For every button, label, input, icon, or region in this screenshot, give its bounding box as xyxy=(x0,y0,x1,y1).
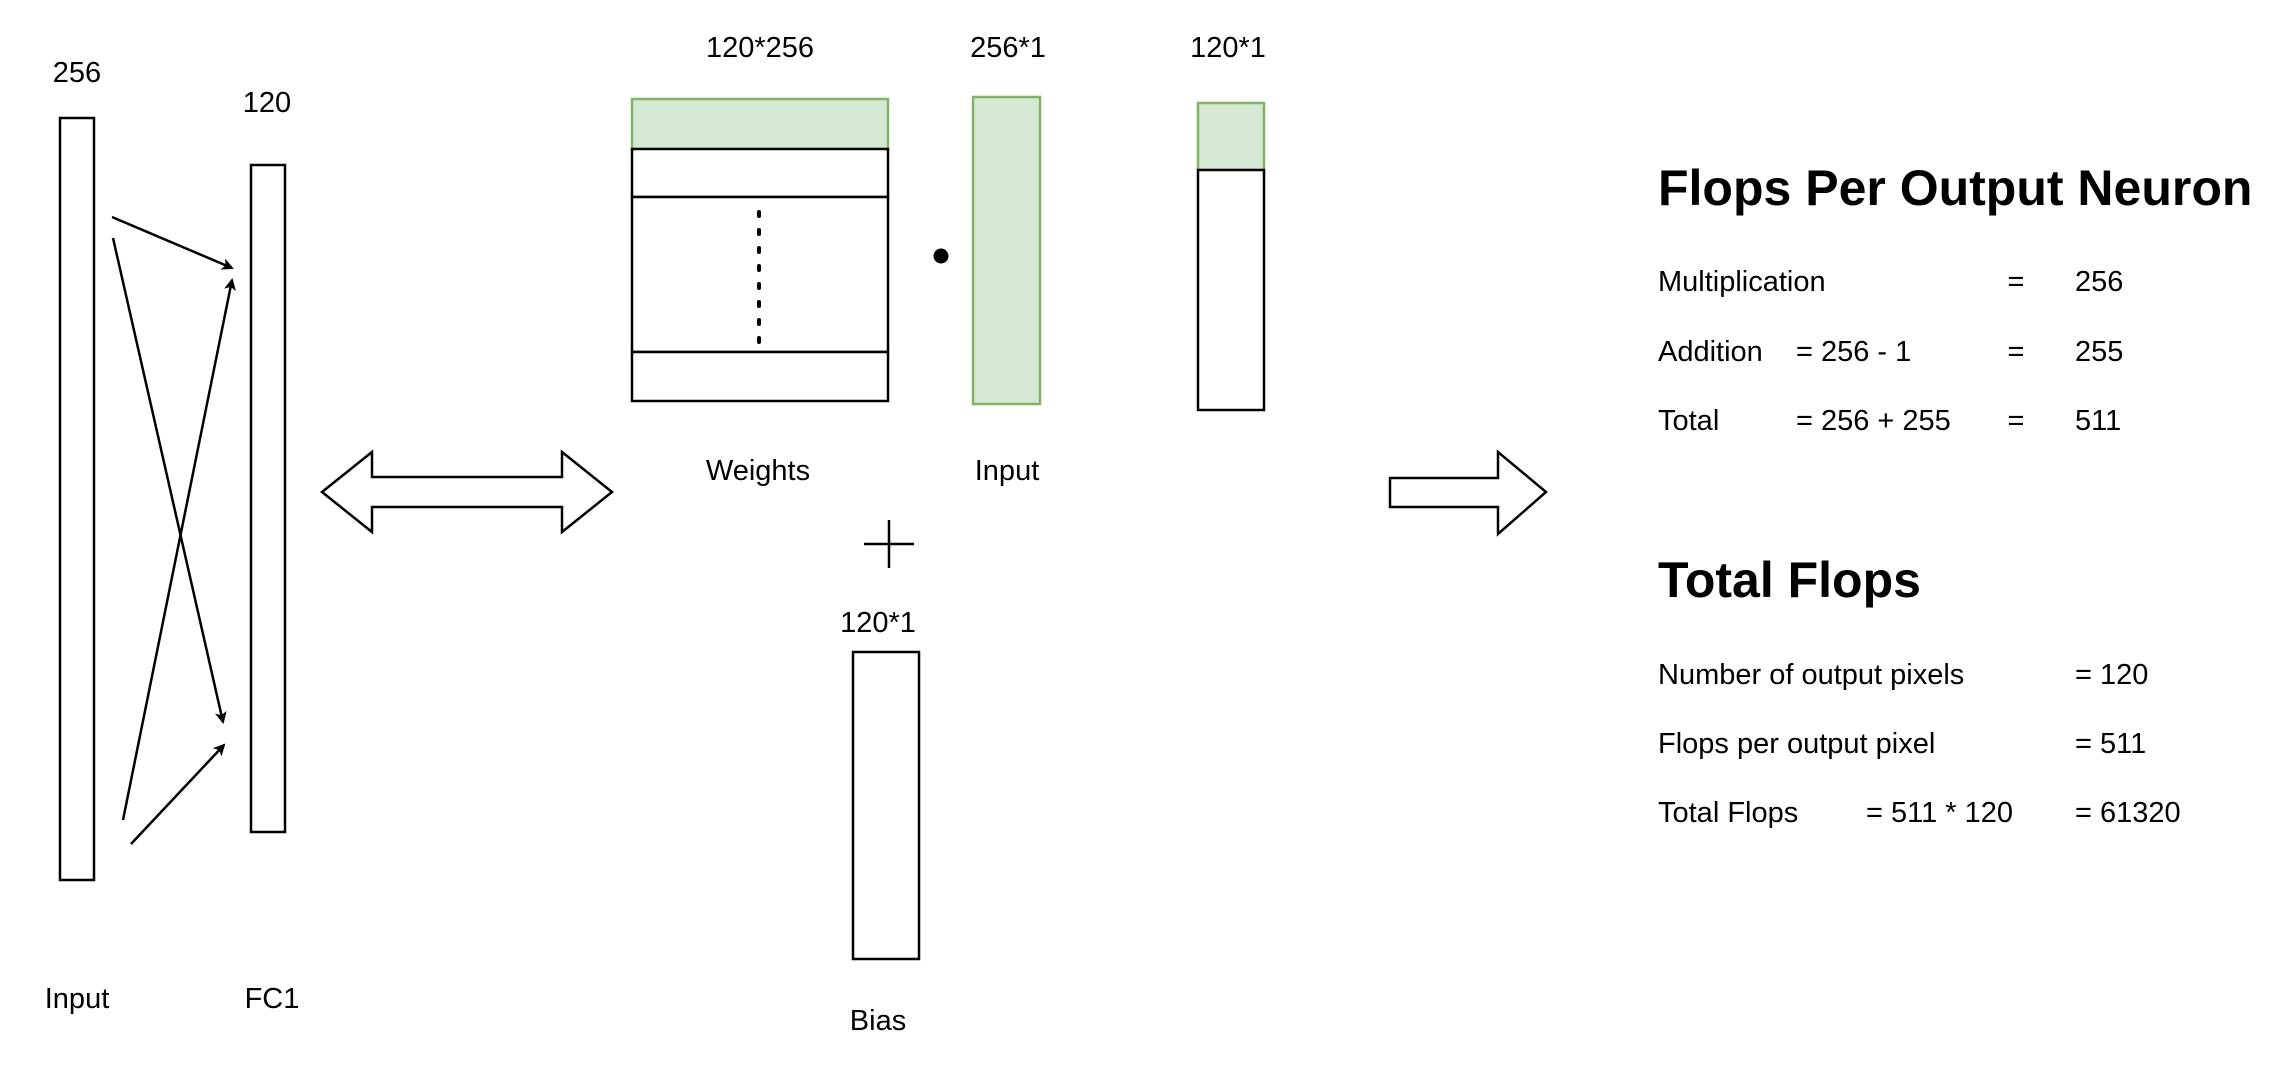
total-flops-section: Total Flops Number of output pixels = 12… xyxy=(1658,552,2181,829)
input-layer-dim: 256 xyxy=(53,57,101,89)
per-neuron-row-value: 255 xyxy=(2075,336,2123,368)
connection-arrow xyxy=(121,278,236,821)
plus-icon xyxy=(864,520,914,568)
per-neuron-section: Flops Per Output Neuron Multiplication =… xyxy=(1658,160,2252,437)
connection-arrow xyxy=(111,215,234,270)
weights-highlighted-row xyxy=(630,97,890,151)
bias-label: Bias xyxy=(850,1005,906,1037)
per-neuron-row-label: Multiplication xyxy=(1658,266,1826,298)
per-neuron-row-value: 511 xyxy=(2075,405,2121,437)
per-neuron-row-expr: = 256 + 255 xyxy=(1796,405,1951,437)
fc1-layer-box xyxy=(249,163,287,834)
per-neuron-row-label: Addition xyxy=(1658,336,1763,368)
fc1-layer-dim: 120 xyxy=(243,87,291,119)
fc1-layer-label: FC1 xyxy=(245,983,300,1015)
per-neuron-row-eq: = xyxy=(2008,266,2025,298)
total-flops-row-label: Total Flops xyxy=(1658,797,1798,829)
input-vector-box xyxy=(971,95,1042,406)
total-flops-title: Total Flops xyxy=(1658,552,1921,608)
left-network: 256 Input 120 FC1 xyxy=(45,57,300,1015)
input-layer-box xyxy=(58,116,96,882)
output-vector-box xyxy=(1196,168,1266,412)
bias-vector-box xyxy=(851,650,921,961)
total-flops-row-label: Number of output pixels xyxy=(1658,659,1964,691)
per-neuron-row-expr: = 256 - 1 xyxy=(1796,336,1911,368)
weights-last-row xyxy=(630,350,890,403)
connection-arrow xyxy=(130,743,226,845)
total-flops-row-value: = 61320 xyxy=(2075,797,2181,829)
output-vector-highlight xyxy=(1196,101,1266,172)
bias-dim: 120*1 xyxy=(840,607,916,639)
weights-label: Weights xyxy=(706,455,810,487)
weights-row xyxy=(630,147,890,199)
per-neuron-row-label: Total xyxy=(1658,405,1719,437)
input-layer-label: Input xyxy=(45,983,110,1015)
total-flops-row-expr: = 511 * 120 xyxy=(1866,797,2013,829)
output-vector-dim: 120*1 xyxy=(1190,32,1266,64)
weights-dim: 120*256 xyxy=(706,32,814,64)
per-neuron-title: Flops Per Output Neuron xyxy=(1658,160,2252,216)
per-neuron-row-eq: = xyxy=(2008,336,2025,368)
total-flops-row-label: Flops per output pixel xyxy=(1658,728,1935,760)
input-vector-label: Input xyxy=(975,455,1040,487)
double-arrow-icon xyxy=(319,449,615,535)
matrix-operation: 120*256 Weights 256*1 Input 120*1 120*1 … xyxy=(630,32,1266,1037)
weights-body xyxy=(630,195,890,354)
per-neuron-row-eq: = xyxy=(2008,405,2025,437)
total-flops-row-value: = 120 xyxy=(2075,659,2148,691)
dot-product-icon xyxy=(933,248,949,264)
right-arrow-icon xyxy=(1388,449,1548,537)
per-neuron-row-value: 256 xyxy=(2075,266,2123,298)
connection-arrow xyxy=(111,237,227,724)
input-vector-dim: 256*1 xyxy=(970,32,1046,64)
total-flops-row-value: = 511 xyxy=(2075,728,2146,760)
